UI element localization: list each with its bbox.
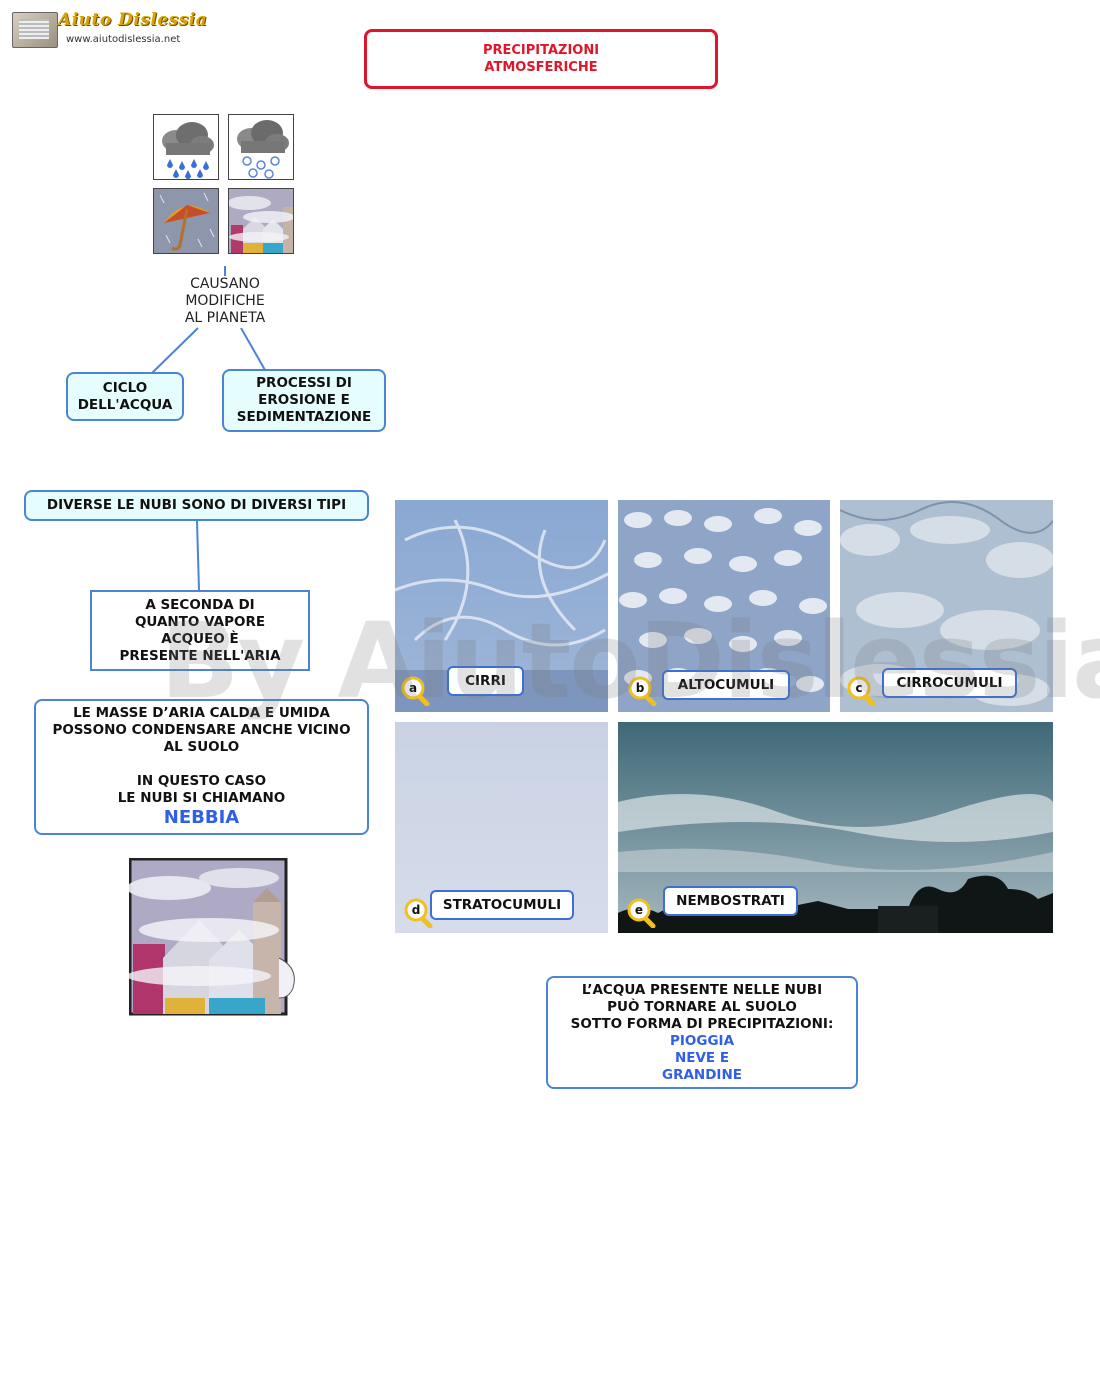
badge-letter-a: a	[409, 681, 417, 695]
title-line-1: PRECIPITAZIONI	[482, 43, 600, 58]
processi-line-3: SEDIMENTAZIONE	[236, 409, 372, 425]
cirrocumuli-label-text: CIRROCUMULI	[896, 675, 1003, 691]
badge-letter-c: c	[855, 681, 862, 695]
snow-cloud-icon	[228, 114, 294, 180]
badge-letter-b: b	[636, 681, 645, 695]
ciclo-line-1: CICLO	[102, 379, 148, 396]
nubi-tipi-text: DIVERSE LE NUBI SONO DI DIVERSI TIPI	[46, 497, 347, 513]
ciclo-line-2: DELL'ACQUA	[77, 396, 173, 413]
seconda-line-4: PRESENTE NELL'ARIA	[119, 647, 281, 664]
masse-line-1: LE MASSE D’ARIA CALDA E UMIDA	[73, 705, 330, 721]
altocumuli-label: ALTOCUMULI	[662, 670, 790, 700]
masse-line-3: AL SUOLO	[163, 739, 240, 755]
magnifier-badge-icon: e	[627, 898, 656, 928]
acqua-line-1: L’ACQUA PRESENTE NELLE NUBI	[581, 981, 823, 998]
masse-line-5: LE NUBI SI CHIAMANO	[117, 790, 286, 806]
cirrocumuli-label: CIRROCUMULI	[882, 668, 1017, 698]
magnifier-badge-icon: b	[628, 676, 657, 706]
fog-houses-icon	[127, 857, 299, 1016]
acqua-line-2: PUÒ TORNARE AL SUOLO	[607, 998, 797, 1015]
magnifier-badge-icon: a	[401, 676, 430, 706]
nembostrati-label-text: NEMBOSTRATI	[676, 893, 785, 909]
masse-aria-box: LE MASSE D’ARIA CALDA E UMIDA POSSONO CO…	[34, 699, 369, 835]
seconda-line-2: QUANTO VAPORE	[134, 613, 266, 630]
processi-line-1: PROCESSI DI	[256, 375, 352, 391]
seconda-line-1: A SECONDA DI	[145, 596, 255, 613]
acqua-line-3: SOTTO FORMA DI PRECIPITAZIONI:	[570, 1015, 834, 1032]
masse-line-4: IN QUESTO CASO	[136, 773, 267, 789]
nembostrati-label: NEMBOSTRATI	[663, 886, 798, 916]
acqua-precipitazioni-box: L’ACQUA PRESENTE NELLE NUBI PUÒ TORNARE …	[546, 976, 858, 1089]
logo-url: www.aiutodislessia.net	[66, 34, 181, 45]
stratocumuli-label: STRATOCUMULI	[430, 890, 574, 920]
rain-cloud-icon	[153, 114, 219, 180]
nebbia-highlight: NEBBIA	[163, 807, 240, 828]
logo-title: Aiuto Dislessia	[58, 10, 208, 30]
altocumuli-label-text: ALTOCUMULI	[677, 677, 775, 693]
fog-houses-small-icon	[228, 188, 294, 254]
seconda-vapore-box: A SECONDA DI QUANTO VAPORE ACQUEO È PRES…	[90, 590, 310, 671]
processi-erosione-box: PROCESSI DI EROSIONE E SEDIMENTAZIONE	[222, 369, 386, 432]
pioggia-item: PIOGGIA	[669, 1032, 735, 1049]
grandine-item: GRANDINE	[662, 1066, 742, 1083]
causano-line-2: MODIFICHE	[185, 293, 265, 309]
title-line-2: ATMOSFERICHE	[484, 60, 598, 75]
cirri-label: CIRRI	[447, 666, 524, 696]
magnifier-badge-icon: d	[404, 898, 433, 928]
seconda-line-3: ACQUEO È	[161, 630, 239, 647]
causano-line-3: AL PIANETA	[184, 310, 266, 326]
neve-item: NEVE E	[674, 1049, 730, 1066]
stratocumuli-label-text: STRATOCUMULI	[442, 897, 562, 913]
badge-letter-e: e	[635, 903, 643, 917]
book-icon	[12, 12, 58, 48]
ciclo-acqua-box: CICLO DELL'ACQUA	[66, 372, 184, 421]
causano-text: CAUSANO MODIFICHE AL PIANETA	[160, 276, 290, 327]
site-logo[interactable]: Aiuto Dislessia www.aiutodislessia.net	[12, 10, 207, 50]
umbrella-rain-icon	[153, 188, 219, 254]
altocumuli-photo	[618, 500, 830, 712]
page-title: PRECIPITAZIONI ATMOSFERICHE	[364, 29, 718, 89]
badge-letter-d: d	[412, 903, 421, 917]
masse-line-2: POSSONO CONDENSARE ANCHE VICINO	[52, 722, 351, 738]
nubi-tipi-box: DIVERSE LE NUBI SONO DI DIVERSI TIPI	[24, 490, 369, 521]
causano-line-1: CAUSANO	[190, 276, 260, 292]
processi-line-2: EROSIONE E	[258, 392, 350, 408]
magnifier-badge-icon: c	[847, 676, 876, 706]
cirri-label-text: CIRRI	[465, 673, 506, 689]
